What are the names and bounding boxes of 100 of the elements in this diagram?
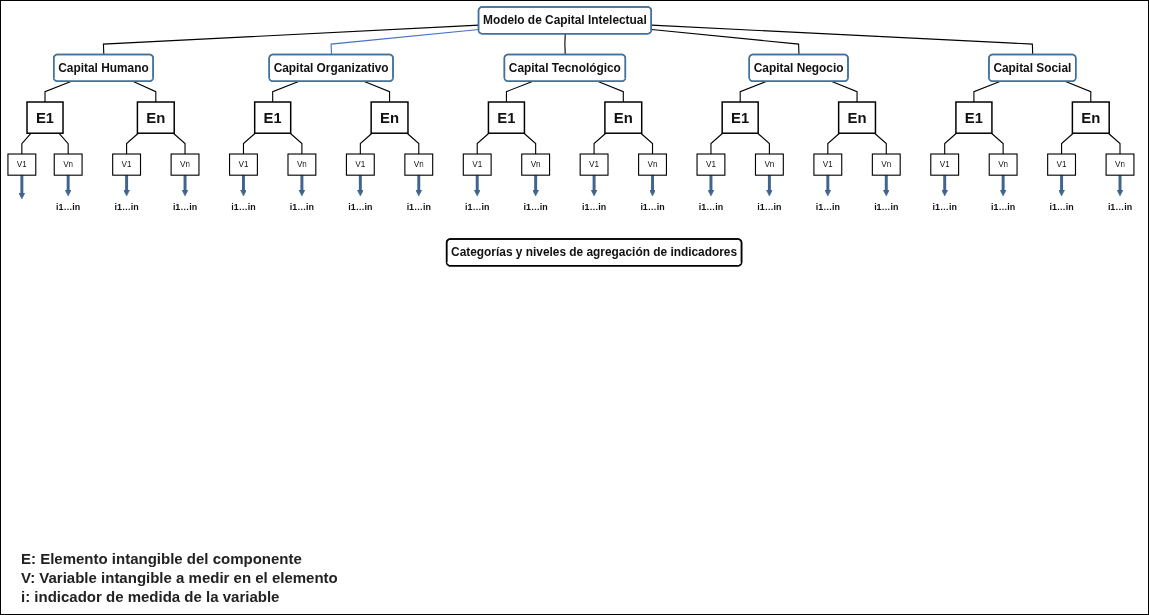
connector-line (289, 132, 303, 155)
node-text: i1…in (1107, 201, 1133, 213)
connector-line (564, 33, 566, 56)
arrow (473, 175, 481, 197)
node-text: i1…in (698, 201, 724, 213)
arrow (298, 175, 306, 197)
connector-line (330, 28, 480, 56)
connector-line (944, 132, 957, 155)
node-box: En (604, 101, 643, 134)
node-box: E1 (955, 101, 993, 134)
node-box: Vn (287, 153, 317, 176)
arrow (181, 175, 189, 197)
node-text: i1…in (56, 201, 81, 213)
node-box: E1 (253, 101, 292, 134)
connector-line (132, 81, 157, 103)
connector-line (874, 132, 887, 155)
arrow (941, 175, 948, 197)
connector-line (1107, 132, 1121, 155)
node-box: En (370, 101, 409, 134)
node-box: Vn (871, 153, 901, 176)
arrow (240, 175, 247, 197)
legend-note: V: Variable intangible a medir en el elemento (21, 568, 339, 587)
node-box: V1 (112, 153, 142, 176)
connector-line (973, 81, 1001, 103)
connector-line (827, 132, 841, 155)
node-box: V1 (1047, 153, 1077, 176)
node-text: i1…in (815, 201, 840, 213)
connector-line (1061, 132, 1074, 155)
legend-note: E: Elemento intangible del componente (21, 549, 303, 568)
connector-line (505, 81, 533, 103)
arrow (18, 175, 26, 200)
arrow (707, 175, 715, 197)
connector-line (990, 132, 1004, 155)
connector-line (44, 81, 72, 103)
node-text: i1…in (465, 201, 490, 213)
connector-line (242, 132, 256, 155)
node-box: E1 (26, 101, 64, 134)
node-text: i1…in (231, 201, 256, 213)
node-box: Vn (1105, 153, 1135, 176)
node-box: V1 (462, 153, 492, 176)
arrow (590, 175, 598, 197)
connector-line (739, 81, 767, 103)
node-box: En (136, 101, 175, 134)
connector-line (710, 132, 724, 155)
connector-line (1065, 81, 1092, 103)
node-box: Vn (404, 153, 434, 176)
arrow (357, 175, 364, 197)
node-text: i1…in (114, 201, 139, 213)
node-text: i1…in (406, 201, 431, 213)
connector-line (126, 132, 139, 155)
node-text: i1…in (640, 201, 665, 213)
node-box: Vn (754, 153, 784, 176)
arrow (824, 175, 832, 197)
node-box: E1 (721, 101, 759, 134)
node-text: i1…in (991, 201, 1016, 213)
connector-line (651, 28, 800, 56)
connector-line (406, 132, 420, 155)
node-box: Vn (638, 153, 667, 176)
connector-line (593, 132, 607, 155)
node-box: En (837, 101, 877, 134)
node-text: i1…in (523, 201, 548, 213)
node-box: V1 (7, 153, 37, 176)
node-box: Vn (521, 153, 551, 176)
node-box: E1 (487, 101, 526, 134)
node-text: i1…in (932, 201, 957, 213)
arrow (1058, 175, 1065, 197)
node-text: i1…in (581, 201, 607, 213)
node-box: En (1071, 101, 1110, 134)
connector-line (651, 24, 1034, 56)
node-text: i1…in (289, 201, 315, 213)
node-box: V1 (696, 153, 726, 176)
arrow (532, 175, 539, 197)
node-box: V1 (579, 153, 609, 176)
connector-line (757, 132, 770, 155)
node-text: i1…in (874, 201, 899, 213)
node-box: Vn (170, 153, 200, 176)
connector-line (359, 132, 373, 155)
arrow (999, 175, 1007, 197)
node-box: V1 (345, 153, 375, 176)
node-text: i1…in (1049, 201, 1074, 213)
connector-line (58, 132, 69, 155)
arrow (64, 175, 72, 197)
connector-line (21, 132, 32, 155)
arrow (123, 175, 130, 197)
node-box: Vn (988, 153, 1018, 176)
node-box: Vn (53, 153, 83, 176)
node-box: V1 (229, 153, 258, 176)
arrow (415, 175, 423, 197)
connector-line (476, 132, 490, 155)
node-text: i1…in (348, 201, 373, 213)
connector-line (363, 81, 391, 103)
connector-line (523, 132, 537, 155)
connector-line (597, 81, 624, 103)
node-box: V1 (813, 153, 843, 176)
connector-line (640, 132, 654, 155)
arrow (766, 175, 773, 197)
connector-line (831, 81, 858, 103)
legend-note: i: indicador de medida de la variable (21, 587, 281, 606)
connector-line (172, 132, 186, 155)
node-text: i1…in (757, 201, 782, 213)
